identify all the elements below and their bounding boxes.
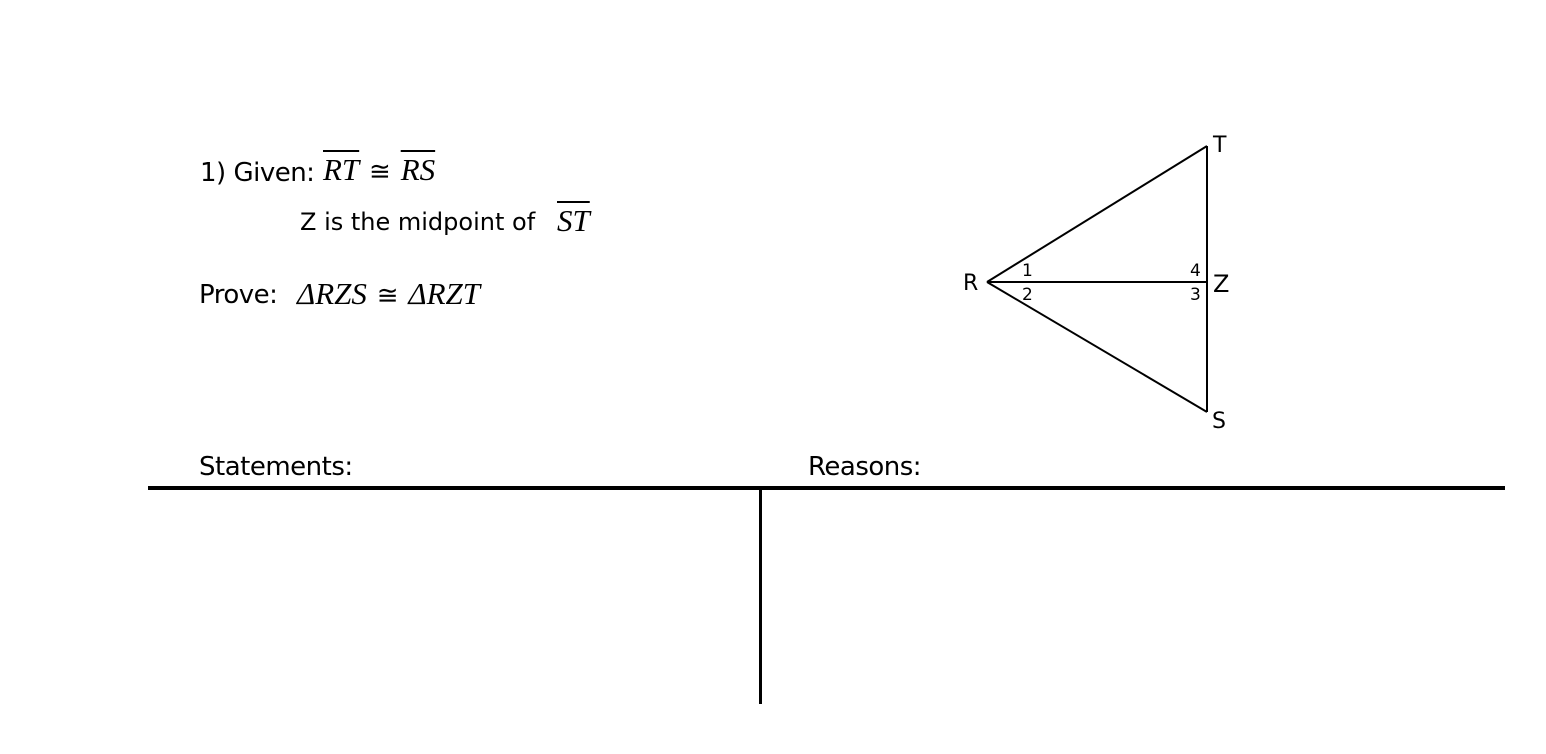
prove-congruence: ΔRZS ≅ ΔRZT <box>297 276 480 312</box>
angle-label-3: 3 <box>1190 285 1201 305</box>
given-label: 1) Given: <box>200 158 315 188</box>
triangle-rzs: ΔRZS <box>297 276 367 311</box>
reasons-header: Reasons: <box>808 452 922 482</box>
segment-rt-line <box>986 145 1208 283</box>
angle-label-2: 2 <box>1022 285 1033 305</box>
congruent-symbol: ≅ <box>369 157 391 186</box>
statements-header: Statements: <box>199 452 353 482</box>
segment-rs-line <box>986 281 1208 413</box>
segment-rt: RT <box>323 152 360 187</box>
table-horizontal-rule <box>148 486 1505 490</box>
triangle-rzt: ΔRZT <box>408 276 481 311</box>
congruent-symbol: ≅ <box>376 281 399 310</box>
vertex-label-z: Z <box>1213 270 1229 298</box>
prove-label: Prove: <box>199 280 278 310</box>
angle-label-1: 1 <box>1022 261 1033 281</box>
vertex-label-t: T <box>1212 133 1227 158</box>
segment-rs: RS <box>400 152 436 187</box>
segment-st: ST <box>557 203 590 238</box>
angle-label-4: 4 <box>1190 261 1201 281</box>
vertex-label-r: R <box>963 271 978 296</box>
vertex-label-s: S <box>1212 409 1226 434</box>
given-congruence: RT ≅ RS <box>323 152 435 188</box>
table-column-divider <box>759 486 762 704</box>
midpoint-statement: Z is the midpoint of <box>300 208 536 236</box>
